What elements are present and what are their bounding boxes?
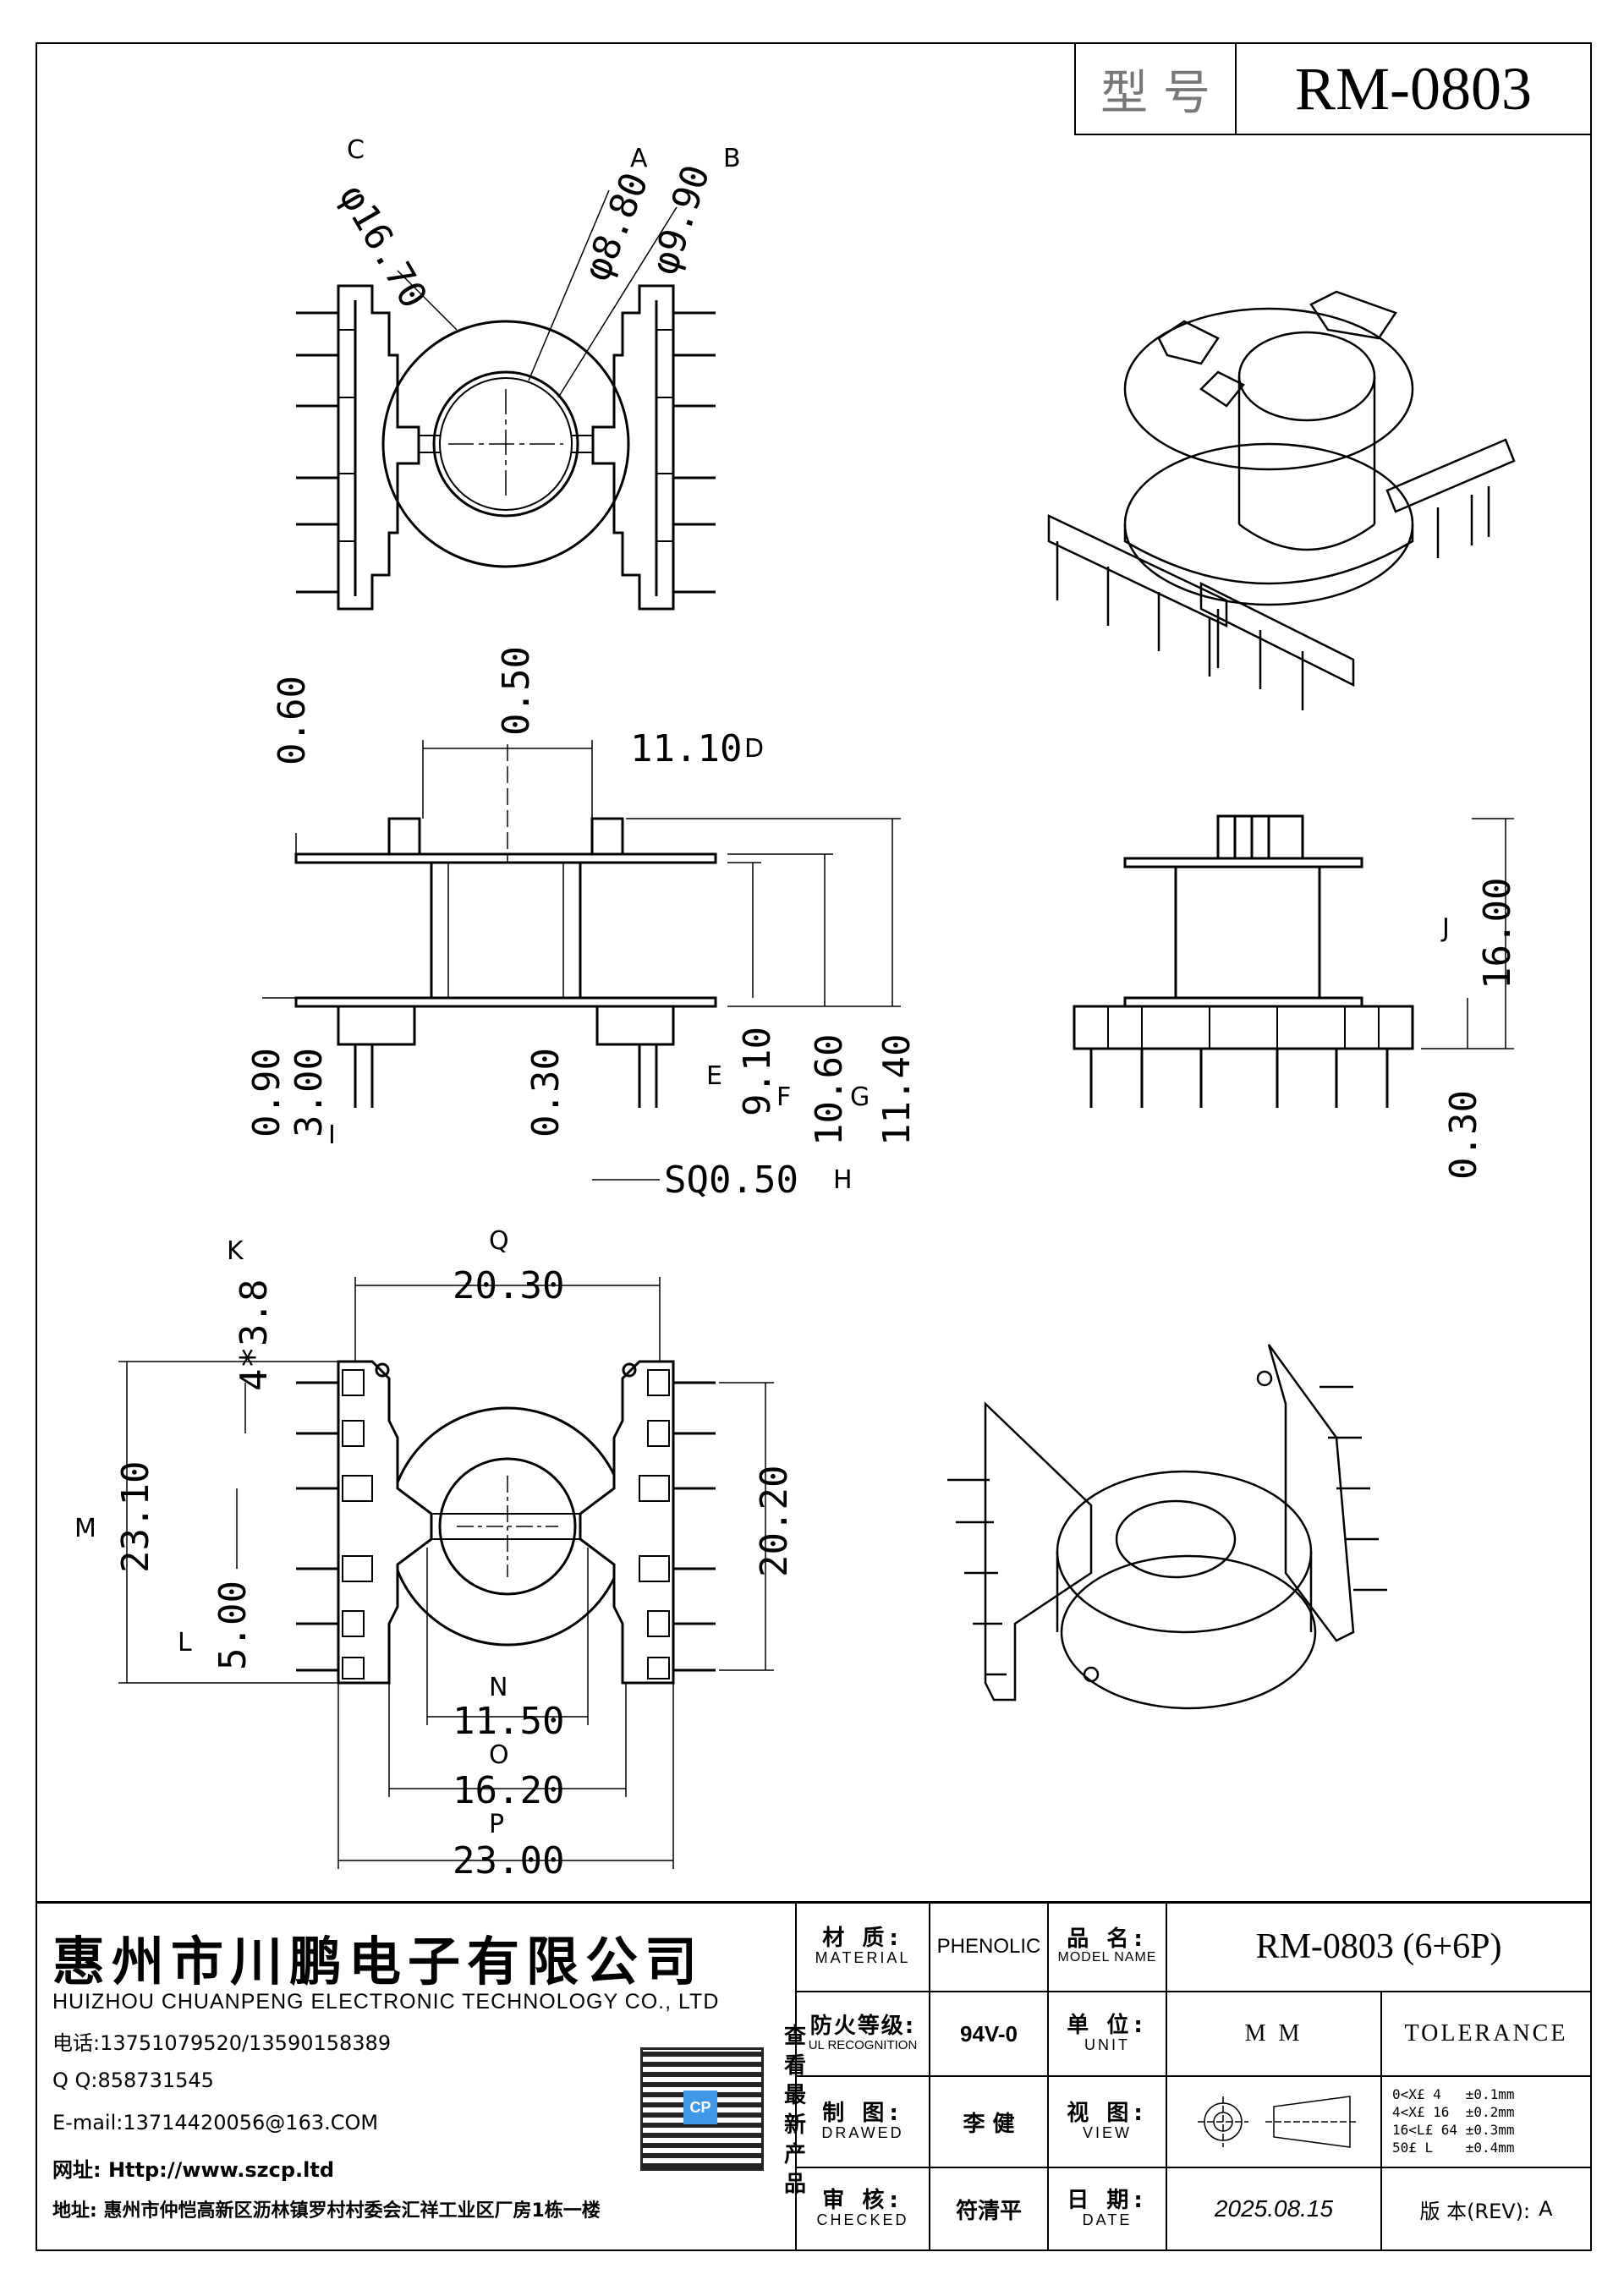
- drawed-label-cell: 制 图: DRAWED: [795, 2075, 930, 2168]
- company-email: E-mail:13714420056@163.COM: [52, 2111, 379, 2134]
- revision-value: A: [1539, 2197, 1553, 2221]
- dim-2020: 20.20: [753, 1465, 796, 1577]
- material-label-cn: 材 质:: [822, 1925, 903, 1951]
- company-name-cn: 惠州市川鹏电子有限公司: [52, 1931, 705, 1992]
- dim-top-060: 0.60: [271, 676, 314, 765]
- tolerance-row-1: 0<X£ 4 ±0.1mm: [1392, 2086, 1515, 2103]
- dim-1140: 11.40: [875, 1033, 919, 1146]
- label-e: E: [706, 1061, 722, 1091]
- checked-value: 符清平: [929, 2167, 1049, 2251]
- unit-label-en: UNIT: [1084, 2036, 1130, 2054]
- model-label: 型 号: [1074, 42, 1237, 135]
- label-b: B: [723, 144, 741, 173]
- unit-label-cell: 单 位: UNIT: [1047, 1991, 1167, 2077]
- company-name-en: HUIZHOU CHUANPENG ELECTRONIC TECHNOLOGY …: [52, 1990, 720, 2014]
- view-label-cell: 视 图: VIEW: [1047, 2075, 1167, 2168]
- model-name-value: RM-0803 (6+6P): [1166, 1901, 1592, 1992]
- unit-label-cn: 单 位:: [1067, 2012, 1148, 2038]
- dim-1150: 11.50: [453, 1700, 565, 1743]
- tolerance-row-3: 16<L£ 64 ±0.3mm: [1392, 2122, 1515, 2138]
- material-label-cell: 材 质: MATERIAL: [795, 1901, 930, 1992]
- model-label-en: MODEL NAME: [1057, 1950, 1157, 1965]
- label-k: K: [227, 1236, 244, 1266]
- checked-label-cn: 审 核:: [822, 2187, 903, 2213]
- dim-1600: 16.00: [1476, 877, 1519, 989]
- dim-1110: 11.10: [630, 727, 743, 770]
- label-q: Q: [489, 1226, 509, 1256]
- dim-300: 3.00: [288, 1048, 331, 1137]
- dim-2310: 23.10: [114, 1460, 157, 1573]
- technical-drawing: [118, 189, 1516, 1869]
- company-web[interactable]: 网址: Http://www.szcp.ltd: [52, 2158, 335, 2182]
- dim-090: 0.90: [245, 1048, 288, 1137]
- dim-030-front: 0.30: [524, 1048, 568, 1137]
- qr-code: CP: [640, 2047, 764, 2171]
- view-label-cn: 视 图:: [1067, 2100, 1148, 2126]
- dim-030-side: 0.30: [1442, 1090, 1485, 1180]
- checked-label-en: CHECKED: [816, 2211, 909, 2229]
- dim-2030: 20.30: [453, 1264, 565, 1307]
- label-p: P: [489, 1810, 505, 1839]
- third-angle-projection-icon: [1198, 2096, 1358, 2148]
- model-label-cell: 品 名: MODEL NAME: [1047, 1901, 1167, 1992]
- qr-logo: CP: [683, 2091, 717, 2124]
- label-a: A: [630, 144, 648, 173]
- company-qq: Q Q:858731545: [52, 2069, 214, 2092]
- revision-cell: 版 本(REV): A: [1380, 2167, 1592, 2251]
- date-label-en: DATE: [1082, 2211, 1133, 2229]
- label-n: N: [489, 1673, 508, 1702]
- dim-4x38: 4*3.8: [233, 1279, 276, 1391]
- tolerance-title: TOLERANCE: [1380, 1991, 1592, 2077]
- date-label-cn: 日 期:: [1067, 2187, 1148, 2213]
- label-o: O: [489, 1740, 509, 1770]
- ul-label-en: UL RECOGNITION: [808, 2037, 918, 2052]
- ul-value: 94V-0: [929, 1991, 1049, 2077]
- unit-value: M M: [1166, 1991, 1382, 2077]
- label-d: D: [744, 734, 765, 764]
- label-i: I: [328, 1121, 336, 1150]
- label-f: F: [776, 1082, 792, 1112]
- model-value: RM-0803: [1235, 42, 1592, 135]
- dim-1620: 16.20: [453, 1769, 565, 1812]
- top-view: [296, 189, 716, 611]
- dim-sq050: SQ0.50: [664, 1159, 798, 1202]
- dim-top-050: 0.50: [495, 646, 538, 736]
- label-g: G: [850, 1082, 870, 1112]
- projection-symbol: [1166, 2075, 1382, 2168]
- revision-label: 版 本(REV):: [1419, 2199, 1531, 2223]
- label-h: H: [833, 1165, 853, 1195]
- company-address: 地址: 惠州市仲恺高新区沥林镇罗村村委会汇祥工业区厂房1栋一楼: [52, 2200, 601, 2222]
- drawed-label-cn: 制 图:: [822, 2100, 903, 2126]
- view-label-en: VIEW: [1082, 2124, 1132, 2142]
- side-view: [1073, 814, 1514, 1108]
- label-l: L: [178, 1628, 192, 1658]
- checked-label-cell: 审 核: CHECKED: [795, 2167, 930, 2251]
- ul-label-cell: 防火等级: UL RECOGNITION: [795, 1991, 930, 2077]
- model-label-cn: 品 名:: [1067, 1926, 1148, 1952]
- isometric-view-bottom: [947, 1344, 1387, 1710]
- date-value: 2025.08.15: [1166, 2167, 1382, 2251]
- bottom-view: [118, 1277, 774, 1869]
- label-c: C: [347, 135, 365, 165]
- dim-1060: 10.60: [808, 1033, 851, 1146]
- tolerance-row-4: 50£ L ±0.4mm: [1392, 2139, 1515, 2156]
- date-label-cell: 日 期: DATE: [1047, 2167, 1167, 2251]
- label-j: J: [1442, 913, 1450, 943]
- front-view: [262, 740, 901, 1181]
- material-label-en: MATERIAL: [815, 1949, 911, 1967]
- company-phone: 电话:13751079520/13590158389: [52, 2031, 392, 2055]
- drawed-value: 李 健: [929, 2075, 1049, 2168]
- dim-500: 5.00: [211, 1581, 255, 1670]
- label-m: M: [74, 1514, 96, 1543]
- dim-910: 9.10: [736, 1027, 779, 1116]
- drawed-label-en: DRAWED: [821, 2124, 904, 2142]
- material-value: PHENOLIC: [929, 1901, 1049, 1992]
- ul-label-cn: 防火等级:: [809, 2014, 916, 2040]
- tolerance-table: 0<X£ 4 ±0.1mm 4<X£ 16 ±0.2mm 16<L£ 64 ±0…: [1380, 2075, 1592, 2168]
- tolerance-row-2: 4<X£ 16 ±0.2mm: [1392, 2104, 1515, 2121]
- dim-2300: 23.00: [453, 1839, 565, 1882]
- isometric-view-top: [1047, 290, 1516, 710]
